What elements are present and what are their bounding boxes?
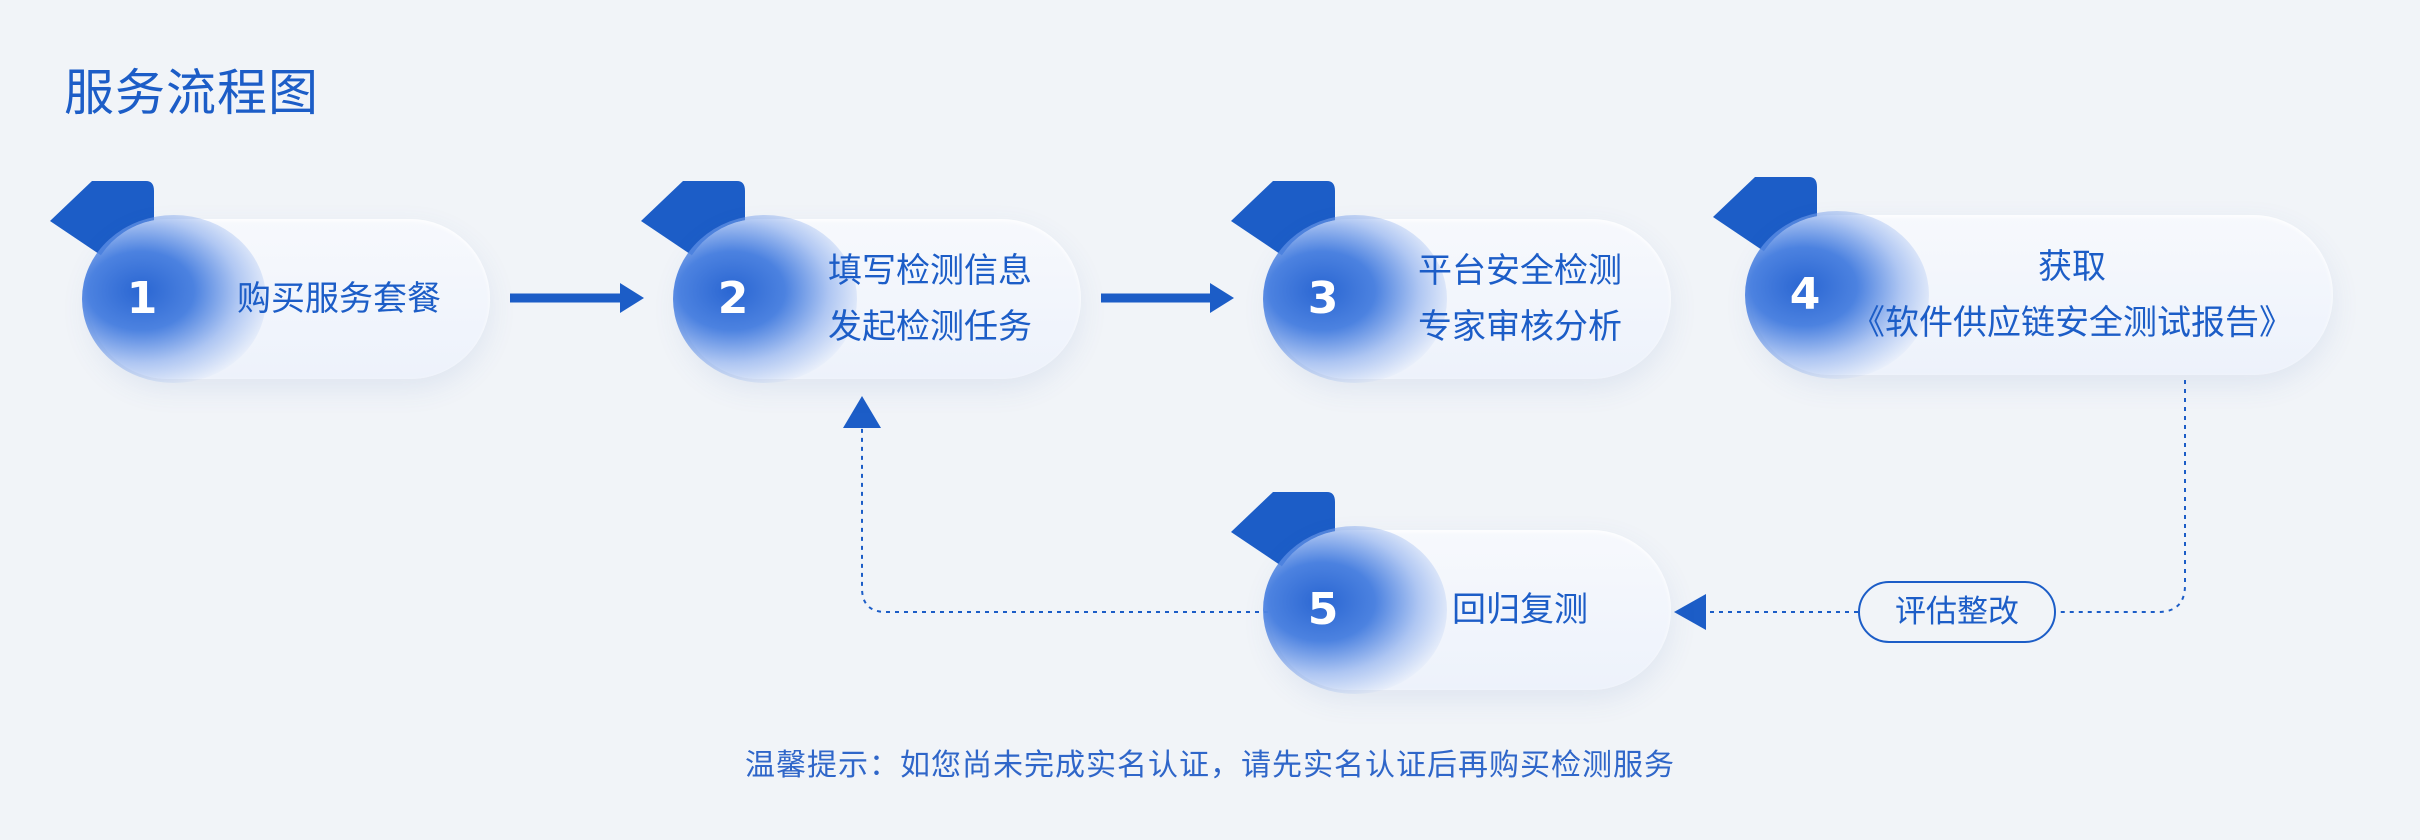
dotted-5-to-2 — [861, 428, 1268, 613]
step-label-line: 填写检测信息 — [828, 251, 1032, 291]
step-number: 5 — [1307, 584, 1339, 635]
step-label: 回归复测 — [1389, 530, 1651, 690]
step-number: 4 — [1789, 269, 1821, 320]
step-number: 3 — [1307, 273, 1339, 324]
step-label-line: 购买服务套餐 — [237, 279, 441, 319]
step-label-line: 《软件供应链安全测试报告》 — [1851, 303, 2293, 343]
step-label-line: 发起检测任务 — [828, 307, 1032, 347]
arrow-into-step5 — [1674, 594, 1706, 630]
step-label-line: 平台安全检测 — [1418, 251, 1622, 291]
step-label-line: 专家审核分析 — [1418, 307, 1622, 347]
arrow-1-to-2 — [510, 283, 644, 313]
footer-note: 温馨提示：如您尚未完成实名认证，请先实名认证后再购买检测服务 — [745, 748, 1675, 783]
step-number-glow — [673, 215, 857, 383]
dotted-4-to-5 — [1705, 380, 2186, 613]
page-title: 服务流程图 — [64, 64, 319, 122]
step-5: 5 回归复测 — [1231, 492, 1671, 694]
step-number-glow — [82, 215, 266, 383]
step-number-glow — [1263, 526, 1447, 694]
step-number-glow — [1745, 211, 1929, 379]
step-label: 平台安全检测 专家审核分析 — [1389, 219, 1651, 379]
step-number: 2 — [717, 273, 749, 324]
step-label-line: 回归复测 — [1452, 590, 1588, 630]
step-number: 1 — [126, 273, 158, 324]
evaluation-badge: 评估整改 — [1858, 581, 2056, 643]
arrow-into-step2 — [843, 396, 881, 428]
step-label: 购买服务套餐 — [208, 219, 470, 379]
step-4: 4 获取 《软件供应链安全测试报告》 — [1713, 177, 2333, 379]
step-2: 2 填写检测信息 发起检测任务 — [641, 181, 1081, 383]
arrow-2-to-3 — [1101, 283, 1234, 313]
step-label: 获取 《软件供应链安全测试报告》 — [1831, 215, 2313, 375]
step-label-line: 获取 — [2038, 247, 2106, 287]
step-label: 填写检测信息 发起检测任务 — [799, 219, 1061, 379]
step-3: 3 平台安全检测 专家审核分析 — [1231, 181, 1671, 383]
step-number-glow — [1263, 215, 1447, 383]
step-1: 1 购买服务套餐 — [50, 181, 490, 383]
